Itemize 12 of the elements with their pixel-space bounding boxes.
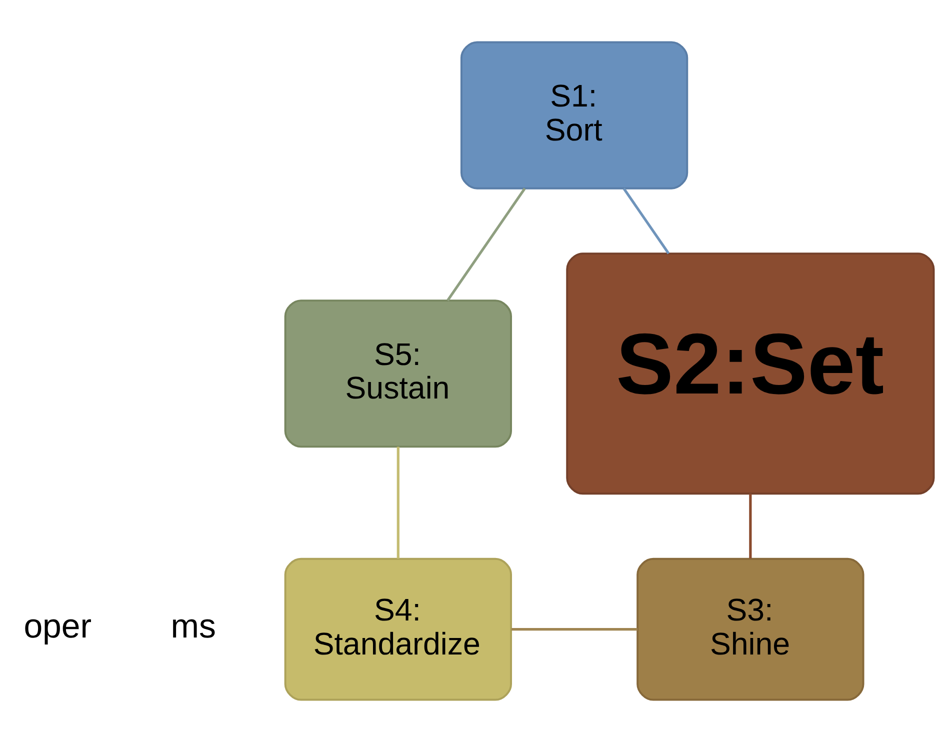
label: oper xyxy=(24,607,92,646)
node-box: S4: Standardize xyxy=(284,557,512,700)
connector xyxy=(622,187,670,254)
label: ms xyxy=(170,607,216,646)
connector xyxy=(446,187,526,301)
node-box: S3: Shine xyxy=(636,557,864,700)
connector xyxy=(396,446,400,558)
connector xyxy=(749,493,752,558)
node-box: S1: Sort xyxy=(460,40,688,189)
node-box: S5: Sustain xyxy=(284,299,512,448)
connector xyxy=(511,628,638,630)
node-box: S2:Set xyxy=(566,252,935,494)
